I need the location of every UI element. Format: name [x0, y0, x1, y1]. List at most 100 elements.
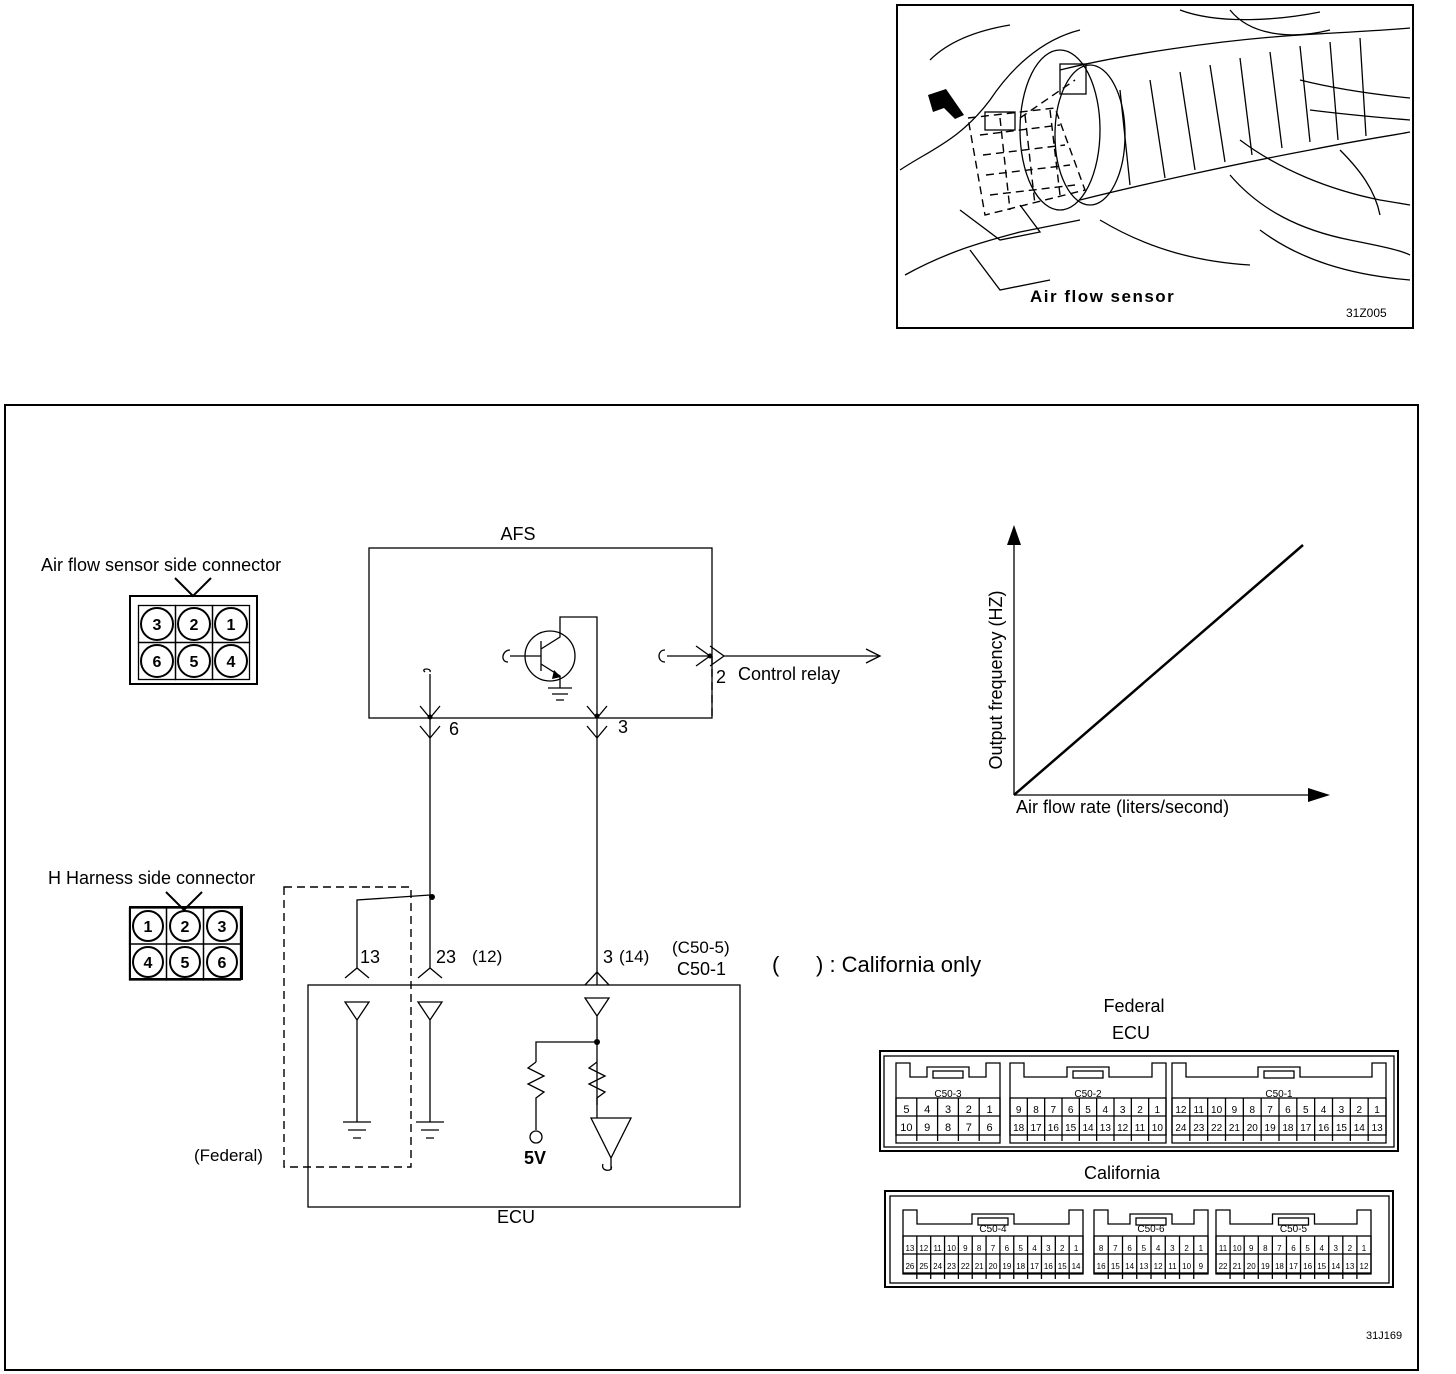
harness-connector-pin-circle [169, 946, 201, 978]
federal-pin-6: 6 [987, 1122, 993, 1134]
california-block-name: C50-5 [1280, 1224, 1308, 1235]
california-pin-14: 14 [1331, 1262, 1340, 1271]
federal-pin-12: 12 [1117, 1123, 1129, 1134]
california-pin-21: 21 [1233, 1262, 1242, 1271]
federal-pin-15: 15 [1336, 1123, 1348, 1134]
california-pin-21: 21 [975, 1262, 984, 1271]
federal-pin-1: 1 [1374, 1105, 1380, 1116]
federal-pin-7: 7 [966, 1122, 972, 1134]
california-pin-5: 5 [1305, 1244, 1310, 1253]
federal-title: Federal [1103, 996, 1164, 1016]
federal-pin-5: 5 [1085, 1105, 1091, 1116]
federal-pin-12: 12 [1175, 1105, 1187, 1116]
sensor-connector-pin-4: 4 [227, 654, 236, 671]
federal-pin-10: 10 [900, 1122, 912, 1134]
california-pin-22: 22 [961, 1262, 970, 1271]
california-pin-1: 1 [1199, 1244, 1204, 1253]
california-pin-16: 16 [1303, 1262, 1312, 1271]
sensor-connector-pin-2: 2 [190, 617, 199, 634]
california-pin-15: 15 [1058, 1262, 1067, 1271]
california-pin-1: 1 [1362, 1244, 1367, 1253]
air-flow-sensor-illustration [899, 9, 1411, 291]
california-pin-4: 4 [1319, 1244, 1324, 1253]
federal-pin-24: 24 [1175, 1123, 1187, 1134]
harness-connector-pin-3: 3 [218, 919, 227, 936]
california-pin-5: 5 [1018, 1244, 1023, 1253]
california-pin-12: 12 [919, 1244, 928, 1253]
federal-pin-17: 17 [1030, 1123, 1042, 1134]
federal-pin-11: 11 [1194, 1105, 1205, 1116]
afs-label: AFS [500, 524, 535, 544]
sensor-connector-pin-circle [177, 644, 211, 678]
california-pin-6: 6 [1005, 1244, 1010, 1253]
harness-connector-pin-6: 6 [218, 955, 227, 972]
photo-figure-id: 31Z005 [1346, 306, 1387, 320]
california-pin-8: 8 [977, 1244, 982, 1253]
california-pin-3: 3 [1334, 1244, 1339, 1253]
federal-pin-18: 18 [1282, 1123, 1294, 1134]
california-pin-15: 15 [1317, 1262, 1326, 1271]
california-pin-15: 15 [1111, 1262, 1120, 1271]
sensor-connector-title: Air flow sensor side connector [41, 555, 281, 575]
ecu-pin-23: 23 [436, 947, 456, 967]
federal-pin-5: 5 [903, 1104, 909, 1116]
california-pin-12: 12 [1154, 1262, 1163, 1271]
california-pin-2: 2 [1348, 1244, 1353, 1253]
federal-pin-2: 2 [1356, 1105, 1362, 1116]
sensor-connector-pin-6: 6 [153, 654, 162, 671]
federal-pin-2: 2 [966, 1104, 972, 1116]
federal-pin-8: 8 [1033, 1105, 1039, 1116]
california-pin-6: 6 [1291, 1244, 1296, 1253]
federal-pin-10: 10 [1211, 1105, 1223, 1116]
california-pin-12: 12 [1360, 1262, 1369, 1271]
pointer-arrow-icon [928, 89, 964, 119]
california-pin-9: 9 [1199, 1262, 1204, 1271]
california-pin-9: 9 [963, 1244, 968, 1253]
federal-pin-5: 5 [1303, 1105, 1309, 1116]
federal-pin-11: 11 [1135, 1123, 1146, 1134]
sensor-connector-pin-circle [140, 607, 174, 641]
federal-pin-22: 22 [1211, 1123, 1223, 1134]
california-pin-16: 16 [1097, 1262, 1106, 1271]
california-pin-17: 17 [1289, 1262, 1298, 1271]
federal-pin-15: 15 [1065, 1123, 1077, 1134]
federal-pin-10: 10 [1152, 1123, 1164, 1134]
california-pin-20: 20 [1247, 1262, 1256, 1271]
federal-pin-9: 9 [1016, 1105, 1022, 1116]
california-pin-2: 2 [1184, 1244, 1189, 1253]
california-pin-11: 11 [1168, 1262, 1177, 1271]
federal-pin-13: 13 [1372, 1123, 1384, 1134]
california-pin-23: 23 [947, 1262, 956, 1271]
ecu-pin-3-alt: (14) [619, 947, 649, 966]
california-pin-4: 4 [1156, 1244, 1161, 1253]
california-pin-5: 5 [1142, 1244, 1147, 1253]
california-pin-3: 3 [1170, 1244, 1175, 1253]
california-pin-3: 3 [1046, 1244, 1051, 1253]
california-block-name: C50-6 [1137, 1224, 1165, 1235]
federal-pin-14: 14 [1082, 1123, 1094, 1134]
connector-id: C50-1 [677, 959, 726, 979]
afs-pin-6: 6 [449, 719, 459, 739]
california-pin-8: 8 [1099, 1244, 1104, 1253]
california-pin-2: 2 [1060, 1244, 1065, 1253]
federal-block-name: C50-1 [1265, 1089, 1293, 1100]
california-pin-18: 18 [1275, 1262, 1284, 1271]
california-pin-8: 8 [1263, 1244, 1268, 1253]
federal-pin-6: 6 [1068, 1105, 1074, 1116]
ecu-pin-13: 13 [360, 947, 380, 967]
supply-label: 5V [524, 1148, 546, 1168]
california-pin-20: 20 [989, 1262, 998, 1271]
california-pin-19: 19 [1261, 1262, 1270, 1271]
federal-pin-16: 16 [1318, 1123, 1330, 1134]
federal-pin-3: 3 [945, 1104, 951, 1116]
schematic-frame [4, 404, 1419, 1371]
harness-connector-pin-2: 2 [181, 919, 190, 936]
ecu-title: ECU [1112, 1023, 1150, 1043]
federal-block-name: C50-2 [1074, 1089, 1102, 1100]
federal-pin-9: 9 [1232, 1105, 1238, 1116]
